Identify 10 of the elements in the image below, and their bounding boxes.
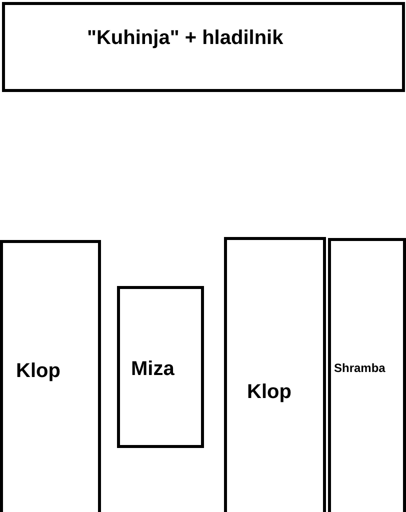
furniture-box: [328, 238, 406, 512]
box-label: Klop: [247, 381, 292, 404]
furniture-box: [117, 286, 204, 448]
box-label: Miza: [131, 358, 174, 381]
furniture-box: [224, 237, 326, 512]
box-label: Shramba: [334, 361, 386, 375]
furniture-box: [0, 240, 101, 512]
box-label: Klop: [16, 360, 60, 383]
box-label: "Kuhinja" + hladilnik: [87, 27, 284, 50]
furniture-box: [2, 2, 405, 92]
